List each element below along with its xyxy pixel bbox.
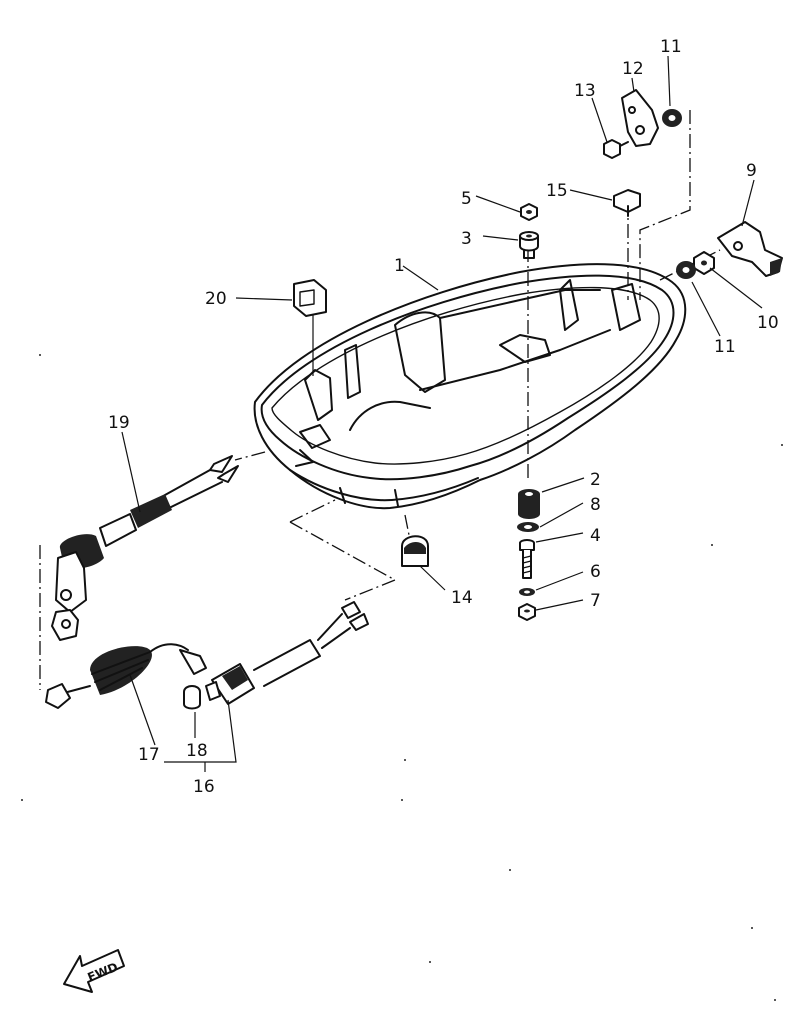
callout-8: 8 <box>590 495 601 515</box>
washer-part-8 <box>517 522 539 532</box>
callout-16: 16 <box>193 777 215 797</box>
grommet-part-11-top <box>662 109 682 127</box>
collar-part-10 <box>693 251 715 275</box>
callout-15: 15 <box>546 181 568 201</box>
callout-6: 6 <box>590 562 601 582</box>
callout-9: 9 <box>746 161 757 181</box>
callout-17: 17 <box>138 745 160 765</box>
nut-part-5 <box>520 203 538 221</box>
callout-19: 19 <box>108 413 130 433</box>
callout-3: 3 <box>461 229 472 249</box>
bottom-cowling <box>253 263 687 510</box>
callout-12: 12 <box>622 59 644 79</box>
fwd-arrow: FWD <box>63 949 125 993</box>
stop-switch-part-19 <box>51 455 239 641</box>
seal-part-20 <box>293 279 327 317</box>
callout-1: 1 <box>394 256 405 276</box>
callout-20: 20 <box>205 289 227 309</box>
callout-18: 18 <box>186 741 208 761</box>
bolt-part-4 <box>519 539 535 579</box>
grommet-part-2 <box>518 489 540 519</box>
leader-lines <box>121 55 763 772</box>
clip-part-15 <box>613 189 641 217</box>
callout-labels: 1 2 3 4 5 6 7 8 9 10 11 11 12 13 14 15 1… <box>108 37 779 797</box>
grommet-part-14 <box>401 535 429 567</box>
screw-part-13 <box>603 139 629 159</box>
callout-10: 10 <box>757 313 779 333</box>
scan-specks <box>21 354 783 1001</box>
callout-14: 14 <box>451 588 473 608</box>
callout-13: 13 <box>574 81 596 101</box>
callout-4: 4 <box>590 526 601 546</box>
lanyard-switch-part-16 <box>45 601 369 710</box>
lever-part-9 <box>717 221 783 277</box>
bracket-part-12 <box>621 89 659 147</box>
callout-11-top: 11 <box>660 37 682 57</box>
washer-part-6 <box>519 588 535 596</box>
callout-5: 5 <box>461 189 472 209</box>
callout-11-right: 11 <box>714 337 736 357</box>
collar-part-3 <box>519 231 539 259</box>
callout-2: 2 <box>590 470 601 490</box>
callout-7: 7 <box>590 591 601 611</box>
grommet-part-11-right <box>676 261 696 279</box>
nut-part-7 <box>518 603 536 621</box>
